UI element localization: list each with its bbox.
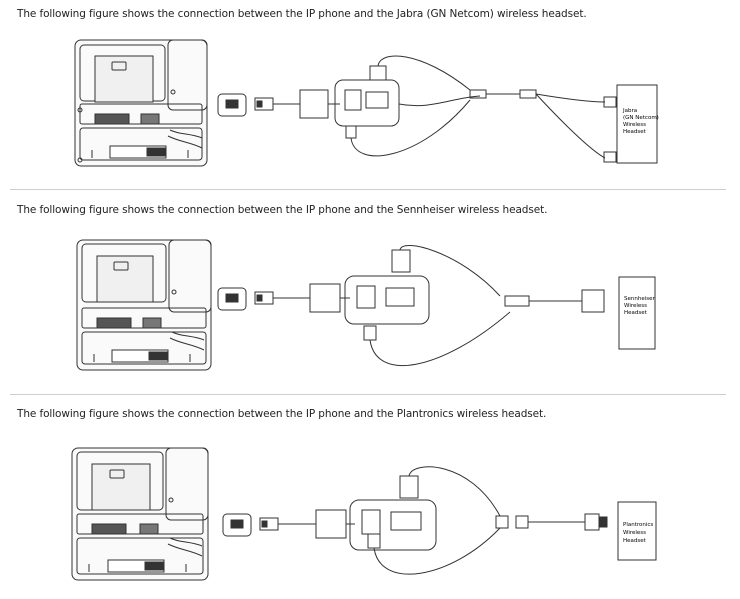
usb-adapter: [222, 509, 355, 539]
phone-top-icon: [111, 61, 127, 71]
sennheiser-connection-diagram: Sennheiser Wireless Headset: [76, 239, 656, 371]
figure-caption-plantronics: The following figure shows the connectio…: [17, 408, 547, 420]
headset-label-line: Headset: [623, 538, 647, 544]
ip-phone-illustration: [74, 39, 208, 167]
plantronics-splitter-cable: [495, 513, 608, 531]
sennheiser-headset-box: Sennheiser Wireless Headset: [618, 276, 656, 350]
plantronics-headset-box: Plantronics Wireless Headset: [617, 501, 657, 561]
figure-caption-sennheiser: The following figure shows the connectio…: [17, 204, 548, 216]
figure-caption-jabra: The following figure shows the connectio…: [17, 8, 587, 20]
ip-phone-illustration: [76, 239, 212, 371]
plantronics-connection-diagram: Plantronics Wireless Headset: [71, 447, 657, 581]
usb-adapter: [217, 89, 340, 119]
ehs-adapter: [344, 245, 511, 367]
section-divider: [10, 394, 726, 395]
section-divider: [10, 189, 726, 190]
headset-label-line: Jabra: [622, 108, 637, 114]
headset-label-line: Plantronics: [623, 522, 653, 528]
jabra-headset-box: Jabra (GN Netcom) Wireless Headset: [616, 84, 659, 164]
jabra-splitter-cable: [469, 89, 617, 163]
ip-phone-illustration: [71, 447, 209, 581]
headset-label-line: Sennheiser: [624, 296, 655, 302]
sennheiser-splitter-cable: [504, 289, 605, 313]
headset-label-line: Headset: [623, 129, 647, 135]
ehs-adapter: [349, 466, 501, 575]
phone-top-icon: [109, 469, 125, 479]
jabra-connection-diagram: Jabra (GN Netcom) Wireless Headset: [74, 39, 659, 167]
headset-label-line: Wireless: [624, 303, 647, 309]
phone-top-icon: [113, 261, 129, 271]
usb-adapter: [217, 283, 350, 313]
headset-label-line: Wireless: [623, 122, 646, 128]
headset-label-line: Wireless: [623, 530, 646, 536]
headset-label-line: (GN Netcom): [623, 115, 659, 121]
ehs-adapter: [334, 55, 481, 157]
headset-label-line: Headset: [624, 310, 648, 316]
